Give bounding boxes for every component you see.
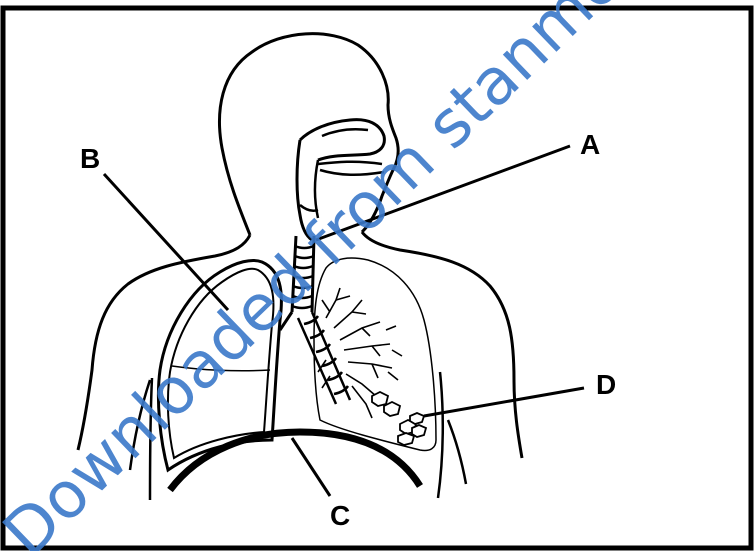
alveoli <box>372 392 426 445</box>
label-b: B <box>80 143 100 174</box>
leader-line-c <box>292 438 330 496</box>
nasal-conchae <box>322 129 368 136</box>
label-a: A <box>580 129 600 160</box>
right-torso-line <box>448 420 466 484</box>
leader-line-d <box>424 388 584 416</box>
label-d: D <box>596 369 616 400</box>
right-bronchus <box>298 312 350 404</box>
right-arm-line <box>438 372 443 498</box>
label-c: C <box>330 500 350 531</box>
